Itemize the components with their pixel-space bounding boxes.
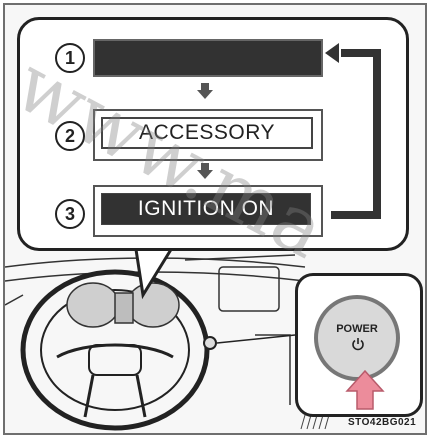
press-arrow-icon — [341, 367, 389, 411]
arrow-stem-1 — [201, 83, 209, 90]
cycle-bracket-bottom — [331, 211, 381, 219]
figure-frame: 1 2 ACCESSORY 3 IGNITION ON POWER STO42B… — [3, 3, 427, 435]
cycle-bracket-side — [373, 49, 381, 219]
step-3-number: 3 — [55, 199, 85, 229]
step-1-panel — [93, 39, 323, 77]
figure-code: STO42BG021 — [348, 417, 416, 428]
power-icon — [351, 337, 365, 351]
step-3-panel: IGNITION ON — [101, 193, 311, 225]
down-arrow-2-icon — [197, 170, 213, 179]
cycle-arrow-left-icon — [325, 43, 339, 63]
down-arrow-1-icon — [197, 90, 213, 99]
step-1-number: 1 — [55, 43, 85, 73]
step-3-label: IGNITION ON — [138, 197, 274, 221]
step-2-panel: ACCESSORY — [101, 117, 313, 149]
arrow-stem-2 — [201, 163, 209, 170]
step-2-number: 2 — [55, 121, 85, 151]
step-2-label: ACCESSORY — [139, 121, 275, 145]
power-button-label: POWER — [318, 323, 396, 335]
